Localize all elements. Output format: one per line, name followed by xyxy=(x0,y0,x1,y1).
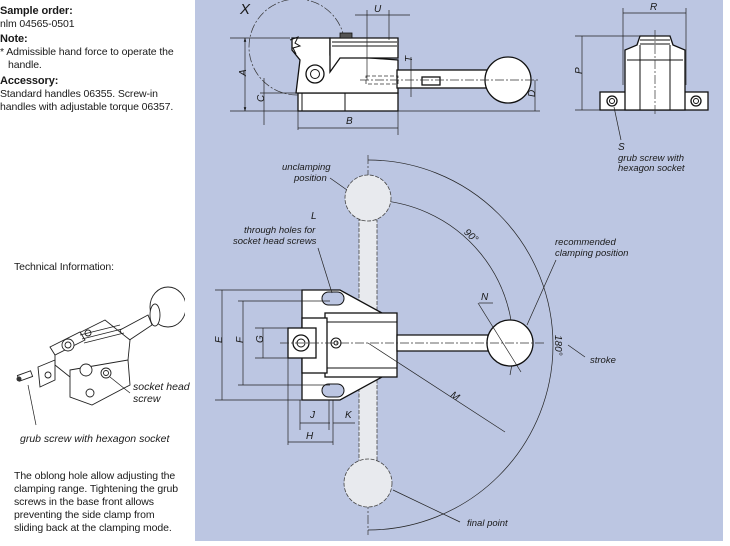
note-text: * Admissible hand force to operate the h… xyxy=(0,46,174,71)
callout-final-point: final point xyxy=(467,518,508,529)
iso-handle xyxy=(119,286,185,344)
side-view: X A C B U T xyxy=(230,0,540,135)
callout-unclamping-line2: position xyxy=(293,173,327,184)
callout-unclamping-line1: unclamping xyxy=(282,162,331,173)
dim-p-label: P xyxy=(574,67,585,74)
cut-off-text xyxy=(0,0,190,2)
slot-upper xyxy=(321,291,345,306)
ghost-handle-final-knob xyxy=(343,458,393,508)
iso-label-grub-screw: grub screw with hexagon socket xyxy=(20,433,170,445)
technical-drawing: X A C B U T xyxy=(214,0,709,535)
dim-j-label: J xyxy=(309,410,316,421)
end-grub-screw-left xyxy=(606,95,618,107)
grub-leader-line xyxy=(27,384,37,426)
stroke-arc-180 xyxy=(367,159,554,531)
accessory-text: Standard handles 06355. Screw-in handles… xyxy=(0,88,174,113)
callout-through-holes-line1: through holes for xyxy=(244,225,316,236)
callout-recommended-line1: recommended xyxy=(555,237,616,248)
end-callout-grub-line1: grub screw with xyxy=(618,153,684,164)
end-view: R P S grub screw with hexagon socket xyxy=(574,2,709,174)
note-heading: Note: xyxy=(0,33,28,45)
info-sidebar: Sample order: nlm 04565-0501 Note: * Adm… xyxy=(0,0,190,546)
angle-180-label: 180° xyxy=(552,335,563,356)
dim-m-label: M xyxy=(448,390,462,404)
end-grub-screw-right xyxy=(690,95,702,107)
side-handle-shaft xyxy=(396,69,488,89)
dim-d-label: D xyxy=(527,90,538,97)
dim-g-label: G xyxy=(255,335,266,343)
angle-90-label: 90° xyxy=(461,227,480,245)
ghost-handle-unclamp-knob xyxy=(344,174,392,222)
sample-order-heading: Sample order: xyxy=(0,5,73,17)
side-pivot xyxy=(305,64,325,84)
dim-k-label: K xyxy=(345,410,353,421)
dim-l-label: L xyxy=(311,211,317,222)
isometric-clamp-illustration xyxy=(16,286,185,426)
dim-u-label: U xyxy=(374,4,382,15)
callout-recommended-line2: clamping position xyxy=(555,248,628,259)
end-callout-grub-line2: hexagon socket xyxy=(618,163,685,174)
side-base xyxy=(297,92,399,112)
detail-x-label: X xyxy=(239,1,251,18)
accessory-heading: Accessory: xyxy=(0,75,59,87)
dim-a-label: A xyxy=(238,69,249,77)
callout-stroke: stroke xyxy=(590,355,616,366)
iso-label-socket-head-screw: socket head screw xyxy=(133,381,190,405)
dim-m-line xyxy=(367,342,506,433)
socket-leader-line xyxy=(109,376,131,394)
dim-b-label: B xyxy=(346,116,353,127)
dim-r-label: R xyxy=(650,2,657,13)
dim-n-label: N xyxy=(481,292,489,303)
dim-s-label: S xyxy=(618,142,625,153)
dim-e-label: E xyxy=(214,336,225,343)
iso-body xyxy=(37,319,131,406)
dim-f-label: F xyxy=(235,336,246,343)
slot-lower xyxy=(321,383,345,398)
technical-info-label: Technical Information: xyxy=(14,261,114,273)
dim-t-label: T xyxy=(404,55,415,62)
dim-c-label: C xyxy=(256,94,267,102)
technical-drawing-panel: X A C B U T xyxy=(195,0,723,541)
sample-order-value: nlm 04565-0501 xyxy=(0,18,75,30)
dim-h-label: H xyxy=(306,431,314,442)
description-text: The oblong hole allow adjusting the clam… xyxy=(14,470,179,534)
callout-through-holes-line2: socket head screws xyxy=(233,236,317,247)
iso-grub-screw xyxy=(16,370,34,382)
top-view: E F G J K H M N unclamping position L th… xyxy=(214,155,628,535)
